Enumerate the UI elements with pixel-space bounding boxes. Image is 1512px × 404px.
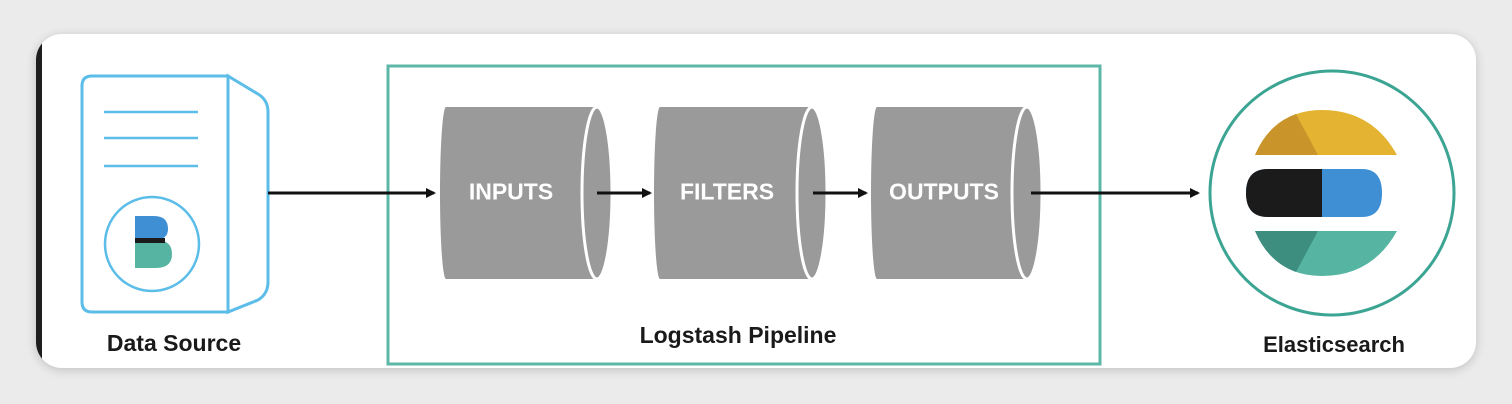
card-left-edge <box>36 34 42 368</box>
stage-label-filters: FILTERS <box>679 178 775 205</box>
elasticsearch-label: Elasticsearch <box>1263 332 1405 357</box>
data-source-label: Data Source <box>106 330 242 356</box>
beats-logo-icon <box>135 216 172 268</box>
elasticsearch-logo-icon <box>1208 69 1456 317</box>
stage-label-outputs: OUTPUTS <box>889 178 999 205</box>
stage-filters <box>654 105 829 281</box>
stage-label-inputs: INPUTS <box>468 178 554 205</box>
pipeline-frame <box>386 64 1102 366</box>
pipeline-label: Logstash Pipeline <box>639 322 837 348</box>
document-icon <box>80 73 270 315</box>
